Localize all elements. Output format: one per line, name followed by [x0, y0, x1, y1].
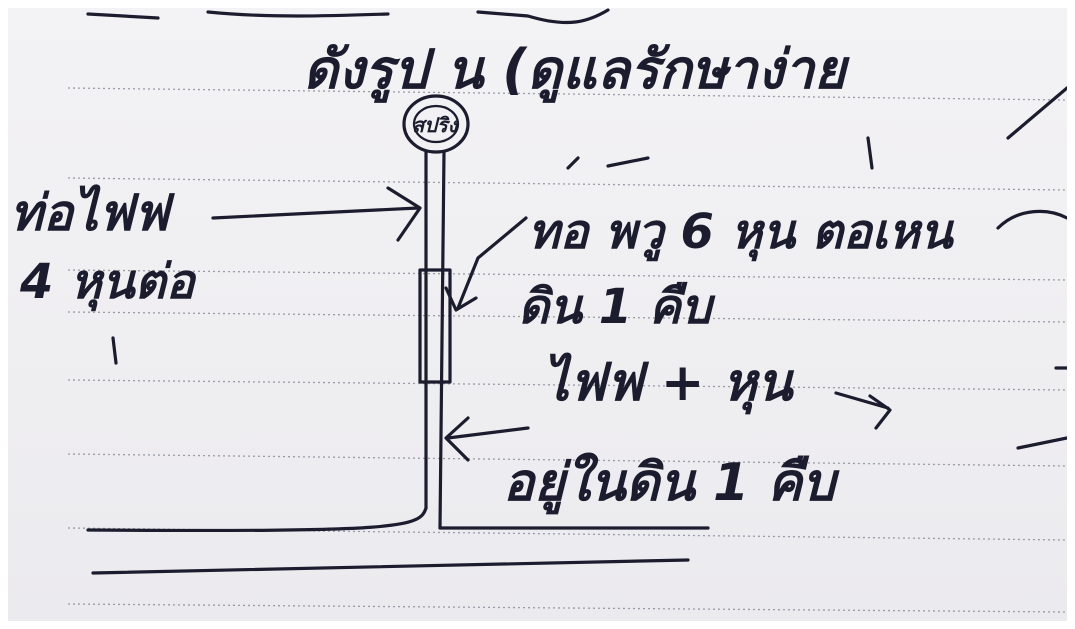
arrow-right [834, 391, 892, 430]
middle-label-line1: ทอ พวู 6 หุน ตอเหน [528, 204, 955, 262]
left-label-line2: 4 หุนต่อ [19, 254, 197, 312]
lower-label-line1: ไฟฟ + หุน [543, 352, 795, 415]
note-drawing: ดังรูป น (ดูแลรักษาง่าย สปริง ท่อไฟฟ 4 ห… [10, 8, 1067, 613]
left-label-line1: ท่อไฟฟ [10, 184, 176, 242]
ground-line-upper [86, 506, 428, 533]
lower-label-line2: อยู่ในดิน 1 คืบ [503, 452, 840, 515]
top-cut-strokes [86, 8, 610, 25]
tick-mark [111, 336, 118, 365]
arrow-lower-to-pipe [444, 416, 530, 462]
spring-cap [402, 94, 470, 154]
arrows [211, 186, 892, 462]
cap-label: สปริง [412, 113, 460, 137]
scribble-marks [566, 136, 874, 170]
ground-line-lower [91, 558, 690, 575]
pipe-joint [418, 268, 452, 384]
middle-label-line2: ดิน 1 คืบ [518, 279, 716, 335]
edge-strokes [996, 86, 1067, 450]
arrow-left-to-pipe [211, 186, 422, 242]
handwritten-note-photo: ดังรูป น (ดูแลรักษาง่าย สปริง ท่อไฟฟ 4 ห… [8, 8, 1067, 621]
title-line: ดังรูป น (ดูแลรักษาง่าย [303, 38, 850, 103]
pipe-drawing [86, 94, 710, 575]
arrow-middle-to-joint [444, 216, 528, 312]
